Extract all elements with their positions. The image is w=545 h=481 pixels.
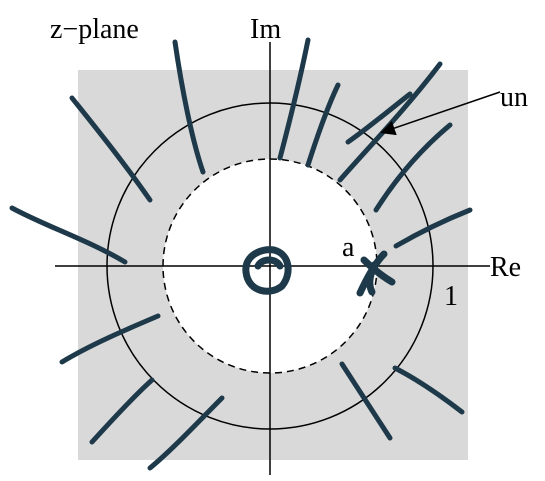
unit-marker-label: 1	[444, 281, 458, 312]
hatch-stroke	[89, 377, 155, 445]
zero-a-label: a	[342, 232, 355, 263]
imaginary-axis-label: Im	[250, 14, 281, 45]
real-axis-label: Re	[490, 252, 521, 283]
hatch-stroke	[345, 91, 413, 145]
hatch-stroke	[59, 313, 161, 365]
plane-label: z−plane	[50, 14, 139, 45]
hatch-stroke	[9, 205, 128, 265]
pole-at-origin	[242, 246, 292, 295]
pole-at-a	[356, 250, 396, 297]
hatch-stroke	[339, 361, 393, 441]
hatch-stroke	[305, 82, 341, 168]
pointer-label: un	[500, 82, 528, 113]
hatch-stroke	[277, 37, 311, 161]
hatch-stroke	[147, 395, 225, 471]
hatch-stroke	[393, 207, 473, 249]
hatch-stroke	[373, 122, 453, 213]
hatch-stroke	[69, 95, 153, 203]
pointer-arrow	[380, 91, 501, 136]
hatch-stroke	[172, 39, 206, 175]
hatch-stroke	[392, 365, 465, 415]
